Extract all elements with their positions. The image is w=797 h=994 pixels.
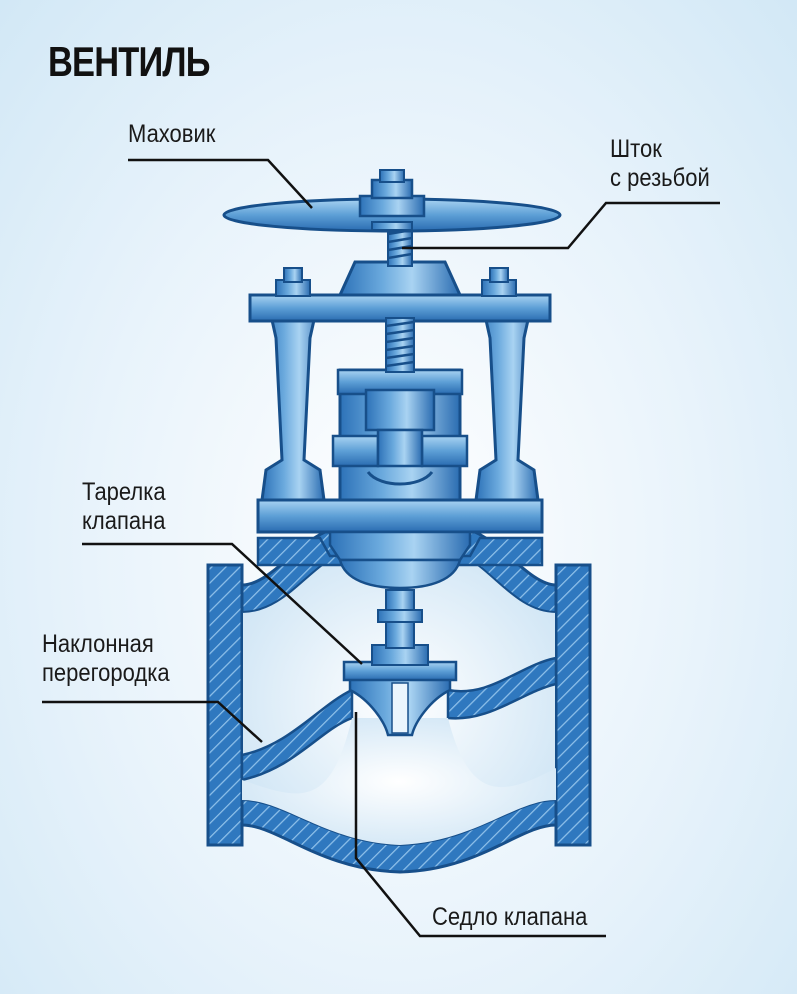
label-stem-line1: Шток xyxy=(610,135,662,163)
leader-stem xyxy=(402,201,720,250)
label-partition-line2: перегородка xyxy=(42,659,170,687)
label-stem-line2: с резьбой xyxy=(610,164,710,192)
threaded-stem xyxy=(385,225,415,373)
label-valve-seat: Седло клапана xyxy=(432,903,587,932)
handwheel xyxy=(222,169,562,233)
label-handwheel-text: Маховик xyxy=(128,120,216,148)
label-disc-line2: клапана xyxy=(82,507,166,535)
label-partition-line1: Наклонная xyxy=(42,630,154,658)
leader-seat xyxy=(354,712,606,938)
gland-assembly xyxy=(331,368,469,502)
label-seat-text: Седло клапана xyxy=(432,903,588,931)
label-threaded-stem: Шток с резьбой xyxy=(610,135,710,193)
leader-handwheel xyxy=(128,158,313,209)
label-valve-disc: Тарелка клапана xyxy=(82,478,166,536)
yoke-columns xyxy=(260,318,540,502)
valve-disc xyxy=(342,589,458,682)
yoke-plate xyxy=(248,260,552,323)
leader-partition xyxy=(42,700,263,743)
diagram-title: ВЕНТИЛЬ xyxy=(48,38,211,85)
label-disc-line1: Тарелка xyxy=(82,478,166,506)
leader-lines xyxy=(42,158,720,938)
label-inclined-partition: Наклонная перегородка xyxy=(42,630,170,688)
leader-disc xyxy=(82,542,363,665)
label-handwheel: Маховик xyxy=(128,120,215,149)
valve-seat xyxy=(348,676,452,737)
bonnet xyxy=(256,498,544,590)
